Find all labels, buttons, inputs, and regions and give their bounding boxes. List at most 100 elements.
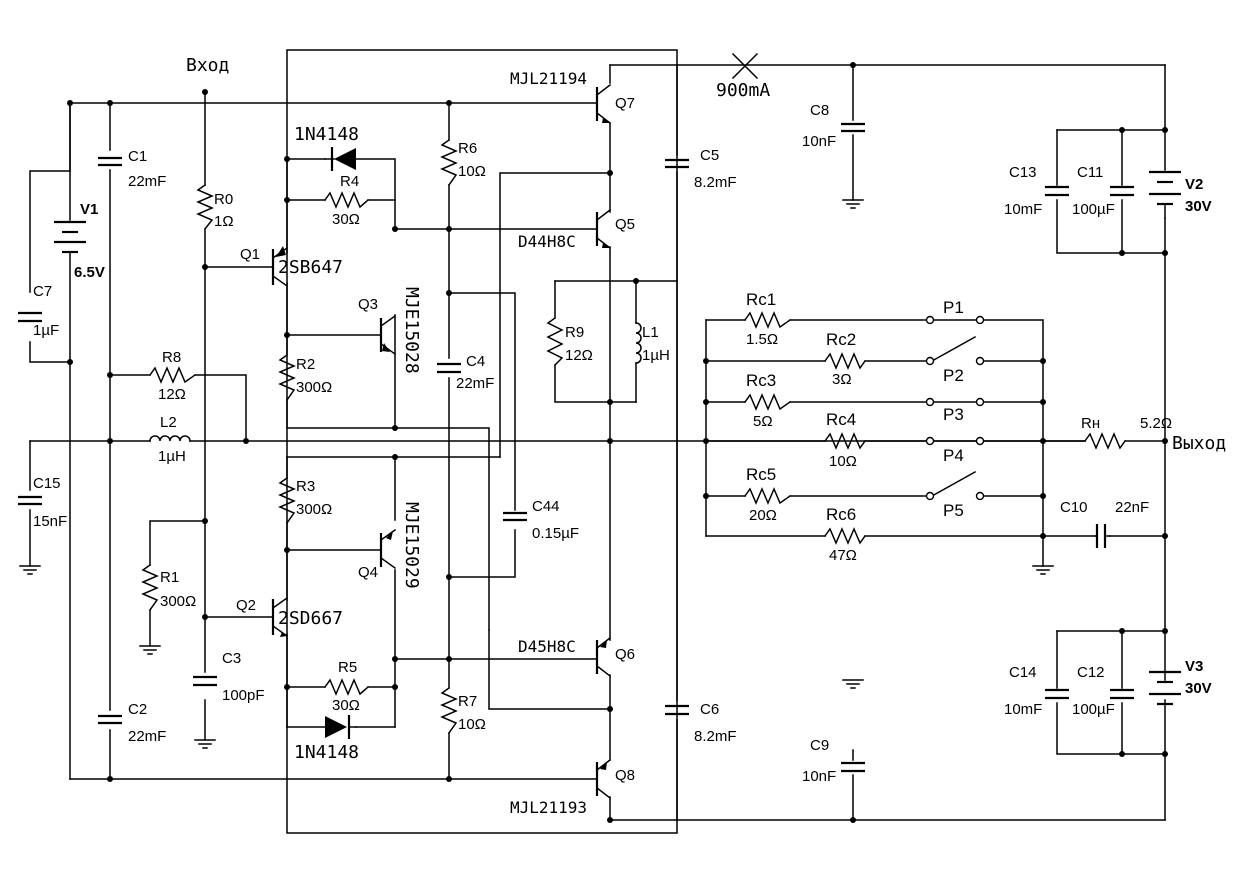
c10-value: 22nF <box>1115 499 1149 516</box>
q5-part: D44H8C <box>518 232 576 251</box>
c3-name: C3 <box>222 650 241 667</box>
c2-value: 22mF <box>128 728 166 745</box>
wiring <box>29 64 1166 821</box>
r6-name: R6 <box>458 140 477 157</box>
c13-name: C13 <box>1009 164 1037 181</box>
diode-symbols <box>324 147 357 739</box>
c3-value: 100pF <box>222 687 265 704</box>
q5-name: Q5 <box>615 216 635 233</box>
rc1-name: Rc1 <box>746 290 776 309</box>
c10-name: C10 <box>1060 499 1088 516</box>
v1-name: V1 <box>80 201 98 218</box>
switch-symbols <box>925 315 985 501</box>
q2-part: 2SD667 <box>278 608 343 629</box>
rc6-value: 47Ω <box>829 547 857 564</box>
fuse-mark <box>731 52 759 80</box>
rc1-value: 1.5Ω <box>746 331 778 348</box>
v2-value: 30V <box>1185 198 1212 215</box>
r5-value: 30Ω <box>332 697 360 714</box>
q1-name: Q1 <box>240 246 260 263</box>
r8-value: 12Ω <box>158 386 186 403</box>
inductor-symbols <box>149 322 642 442</box>
rc5-value: 20Ω <box>749 507 777 524</box>
c6-value: 8.2mF <box>694 728 737 745</box>
q8-part: MJL21193 <box>510 798 587 817</box>
c15-value: 15nF <box>33 513 67 530</box>
diode-d1-label: 1N4148 <box>294 124 359 145</box>
rc4-name: Rc4 <box>826 410 856 429</box>
q1-part: 2SB647 <box>278 257 343 278</box>
r2-value: 300Ω <box>296 379 332 396</box>
c1-name: C1 <box>128 148 147 165</box>
q3-part: MJE15028 <box>401 287 422 374</box>
r7-value: 10Ω <box>458 716 486 733</box>
transistor-symbols <box>271 83 612 800</box>
switch-p4-label: P4 <box>943 446 964 465</box>
r9-value: 12Ω <box>565 347 593 364</box>
r5-name: R5 <box>338 659 357 676</box>
q4-part: MJE15029 <box>401 502 422 589</box>
q2-name: Q2 <box>236 597 256 614</box>
switch-p2-label: P2 <box>943 366 964 385</box>
l2-name: L2 <box>160 414 177 431</box>
q7-name: Q7 <box>615 95 635 112</box>
capacitor-symbols <box>18 122 1134 773</box>
junctions <box>67 62 1168 823</box>
c6-name: C6 <box>700 701 719 718</box>
l1-value: 1µH <box>642 347 670 364</box>
q8-name: Q8 <box>615 767 635 784</box>
r9-name: R9 <box>565 324 584 341</box>
r0-value: 1Ω <box>214 213 234 230</box>
ground-symbols <box>19 199 1054 749</box>
c13-value: 10mF <box>1004 201 1042 218</box>
resistor-symbols <box>141 138 1127 735</box>
rc3-name: Rc3 <box>746 371 776 390</box>
v2-name: V2 <box>1185 176 1203 193</box>
c2-name: C2 <box>128 701 147 718</box>
c4-name: C4 <box>466 353 485 370</box>
diode-d2-label: 1N4148 <box>294 742 359 763</box>
c9-name: C9 <box>810 737 829 754</box>
r4-name: R4 <box>340 173 359 190</box>
c1-value: 22mF <box>128 173 166 190</box>
c4-value: 22mF <box>456 375 494 392</box>
rc2-name: Rc2 <box>826 330 856 349</box>
c5-name: C5 <box>700 147 719 164</box>
c14-name: C14 <box>1009 664 1037 681</box>
c11-name: C11 <box>1077 164 1103 181</box>
r8-name: R8 <box>162 349 181 366</box>
c15-name: C15 <box>33 475 61 492</box>
c9-value: 10nF <box>802 768 836 785</box>
q6-name: Q6 <box>615 646 635 663</box>
q3-name: Q3 <box>358 296 378 313</box>
r7-name: R7 <box>458 693 477 710</box>
r4-value: 30Ω <box>332 211 360 228</box>
r2-name: R2 <box>296 356 315 373</box>
r6-value: 10Ω <box>458 163 486 180</box>
fuse-label: 900mA <box>716 80 770 101</box>
r1-value: 300Ω <box>160 593 196 610</box>
q4-name: Q4 <box>358 564 378 581</box>
q7-part: MJL21194 <box>510 69 587 88</box>
v1-value: 6.5V <box>74 264 105 281</box>
v3-value: 30V <box>1185 680 1212 697</box>
c44-value: 0.15µF <box>532 525 579 542</box>
switch-p1-label: P1 <box>943 298 964 317</box>
r3-value: 300Ω <box>296 501 332 518</box>
l1-name: L1 <box>642 324 659 341</box>
rc4-value: 10Ω <box>829 453 857 470</box>
c12-value: 100µF <box>1072 701 1115 718</box>
r1-name: R1 <box>160 569 179 586</box>
rh-name: Rн <box>1081 415 1100 432</box>
c12-name: C12 <box>1077 664 1105 681</box>
rh-value: 5.2Ω <box>1140 415 1172 432</box>
switch-p5-label: P5 <box>943 501 964 520</box>
c14-value: 10mF <box>1004 701 1042 718</box>
c8-name: C8 <box>810 102 829 119</box>
c8-value: 10nF <box>802 133 836 150</box>
v3-name: V3 <box>1185 658 1203 675</box>
battery-symbols <box>54 102 1181 706</box>
c44-name: C44 <box>532 498 560 515</box>
r0-name: R0 <box>214 191 233 208</box>
c7-name: C7 <box>33 283 52 300</box>
